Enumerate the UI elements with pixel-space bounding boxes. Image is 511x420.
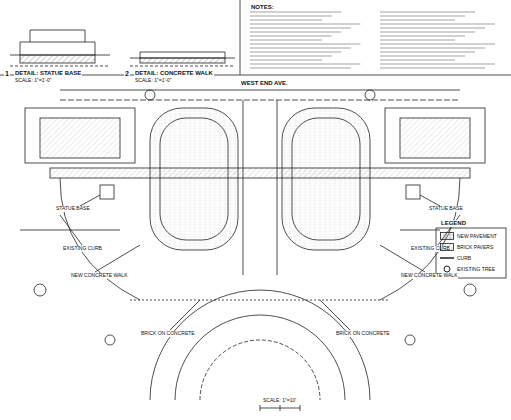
note-line	[250, 16, 332, 17]
plan-label: NEW CONCRETE WALK	[70, 273, 128, 279]
note-line	[380, 12, 475, 13]
note-line	[380, 48, 485, 49]
legend-text: BRICK PAVERS	[457, 244, 493, 250]
note-line	[250, 48, 351, 49]
plan-label: 2	[124, 70, 130, 78]
note-line	[380, 24, 495, 25]
note-line	[380, 64, 495, 65]
legend-row: EXISTING TREE	[440, 265, 495, 273]
plan-label: DETAIL: STATUE BASE	[14, 70, 82, 77]
note-line	[380, 40, 455, 41]
note-line	[250, 60, 322, 61]
legend-swatch	[440, 254, 454, 262]
note-line	[250, 32, 341, 33]
legend-text: NEW PAVEMENT	[457, 233, 497, 239]
note-line	[250, 12, 341, 13]
note-line	[250, 24, 360, 25]
plan-label: WEST END AVE.	[240, 80, 289, 87]
legend-text: CURB	[457, 255, 471, 261]
note-line	[380, 52, 475, 53]
plan-label: BRICK ON CONCRETE	[335, 331, 391, 337]
note-line	[250, 64, 360, 65]
note-line	[380, 28, 485, 29]
plan-label: SCALE: 1"=1'-0"	[134, 78, 173, 84]
note-line	[380, 60, 455, 61]
note-line	[250, 36, 332, 37]
plan-label: NEW CONCRETE WALK	[400, 273, 458, 279]
legend-text: EXISTING TREE	[457, 266, 495, 272]
plan-label: SCALE: 1"=1'-0"	[14, 78, 53, 84]
note-line	[380, 20, 455, 21]
plan-label: DETAIL: CONCRETE WALK	[134, 70, 214, 77]
legend-swatch	[440, 265, 454, 273]
note-line	[250, 28, 351, 29]
note-line	[250, 20, 322, 21]
plan-label: BRICK ON CONCRETE	[140, 331, 196, 337]
plan-label: STATUE BASE	[55, 206, 91, 212]
legend-row: CURB	[440, 254, 471, 262]
plan-label: NOTES:	[250, 4, 275, 11]
plan-label: LEGEND	[440, 220, 467, 227]
note-line	[250, 44, 360, 45]
note-line	[380, 44, 495, 45]
note-line	[380, 68, 485, 69]
plan-label: EXISTING CURB	[62, 246, 103, 252]
note-line	[250, 52, 341, 53]
note-line	[380, 56, 465, 57]
legend-row: BRICK PAVERS	[440, 243, 493, 251]
legend-row: NEW PAVEMENT	[440, 232, 497, 240]
note-line	[380, 16, 465, 17]
note-line	[250, 68, 351, 69]
plan-label: SCALE: 1"=10'	[262, 398, 297, 404]
legend-swatch	[440, 232, 454, 240]
note-line	[380, 36, 465, 37]
legend-swatch	[440, 243, 454, 251]
plan-label: STATUE BASE	[428, 206, 464, 212]
note-line	[250, 56, 332, 57]
note-line	[380, 32, 475, 33]
plan-label: 1	[4, 70, 10, 78]
note-line	[250, 40, 322, 41]
